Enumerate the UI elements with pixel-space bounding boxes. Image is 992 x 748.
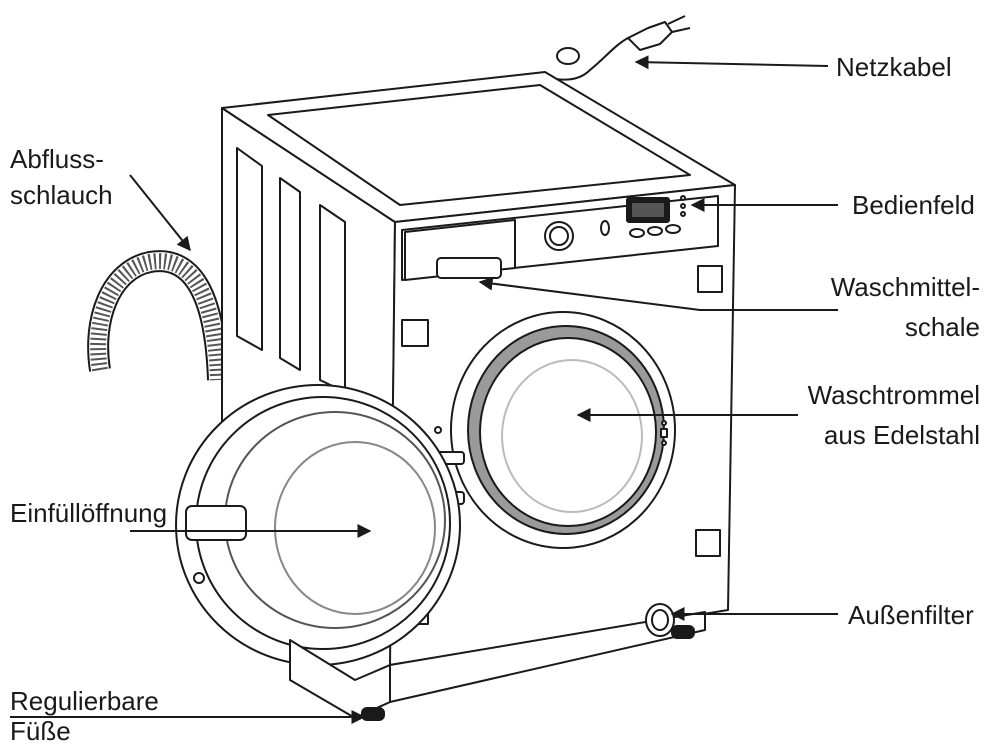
- label-abfluss-1: Abfluss-: [10, 144, 104, 174]
- door-handle: [185, 505, 247, 541]
- label-abfluss-2: schlauch: [10, 180, 113, 210]
- start-button: [600, 220, 610, 236]
- leader-netzkabel: [634, 55, 829, 70]
- leader-waschmittel: [478, 276, 838, 311]
- label-netzkabel: Netzkabel: [836, 52, 952, 82]
- leader-abfluss: [129, 174, 191, 252]
- steel-drum: [479, 337, 657, 527]
- label-einfuell: Einfüllöffnung: [10, 498, 168, 528]
- label-fuesse-2: Füße: [10, 716, 71, 746]
- drain-hose: [87, 250, 229, 381]
- label-bedienfeld: Bedienfeld: [852, 190, 975, 220]
- foot-right: [671, 625, 695, 639]
- label-trommel-2: aus Edelstahl: [823, 420, 980, 450]
- power-cable: [539, 15, 691, 81]
- label-fuesse-1: Regulierbare: [10, 686, 159, 716]
- base-front: [389, 611, 706, 703]
- label-aussenfilter: Außenfilter: [848, 600, 974, 630]
- label-waschmittel-2: schale: [904, 312, 980, 342]
- door-lock: [660, 420, 668, 446]
- label-waschmittel-1: Waschmittel-: [830, 272, 980, 302]
- label-trommel-1: Waschtrommel: [807, 380, 980, 410]
- foot-left: [361, 707, 385, 721]
- top-inset: [267, 84, 691, 206]
- drawer-handle: [436, 257, 502, 279]
- panel-buttons: [629, 195, 686, 238]
